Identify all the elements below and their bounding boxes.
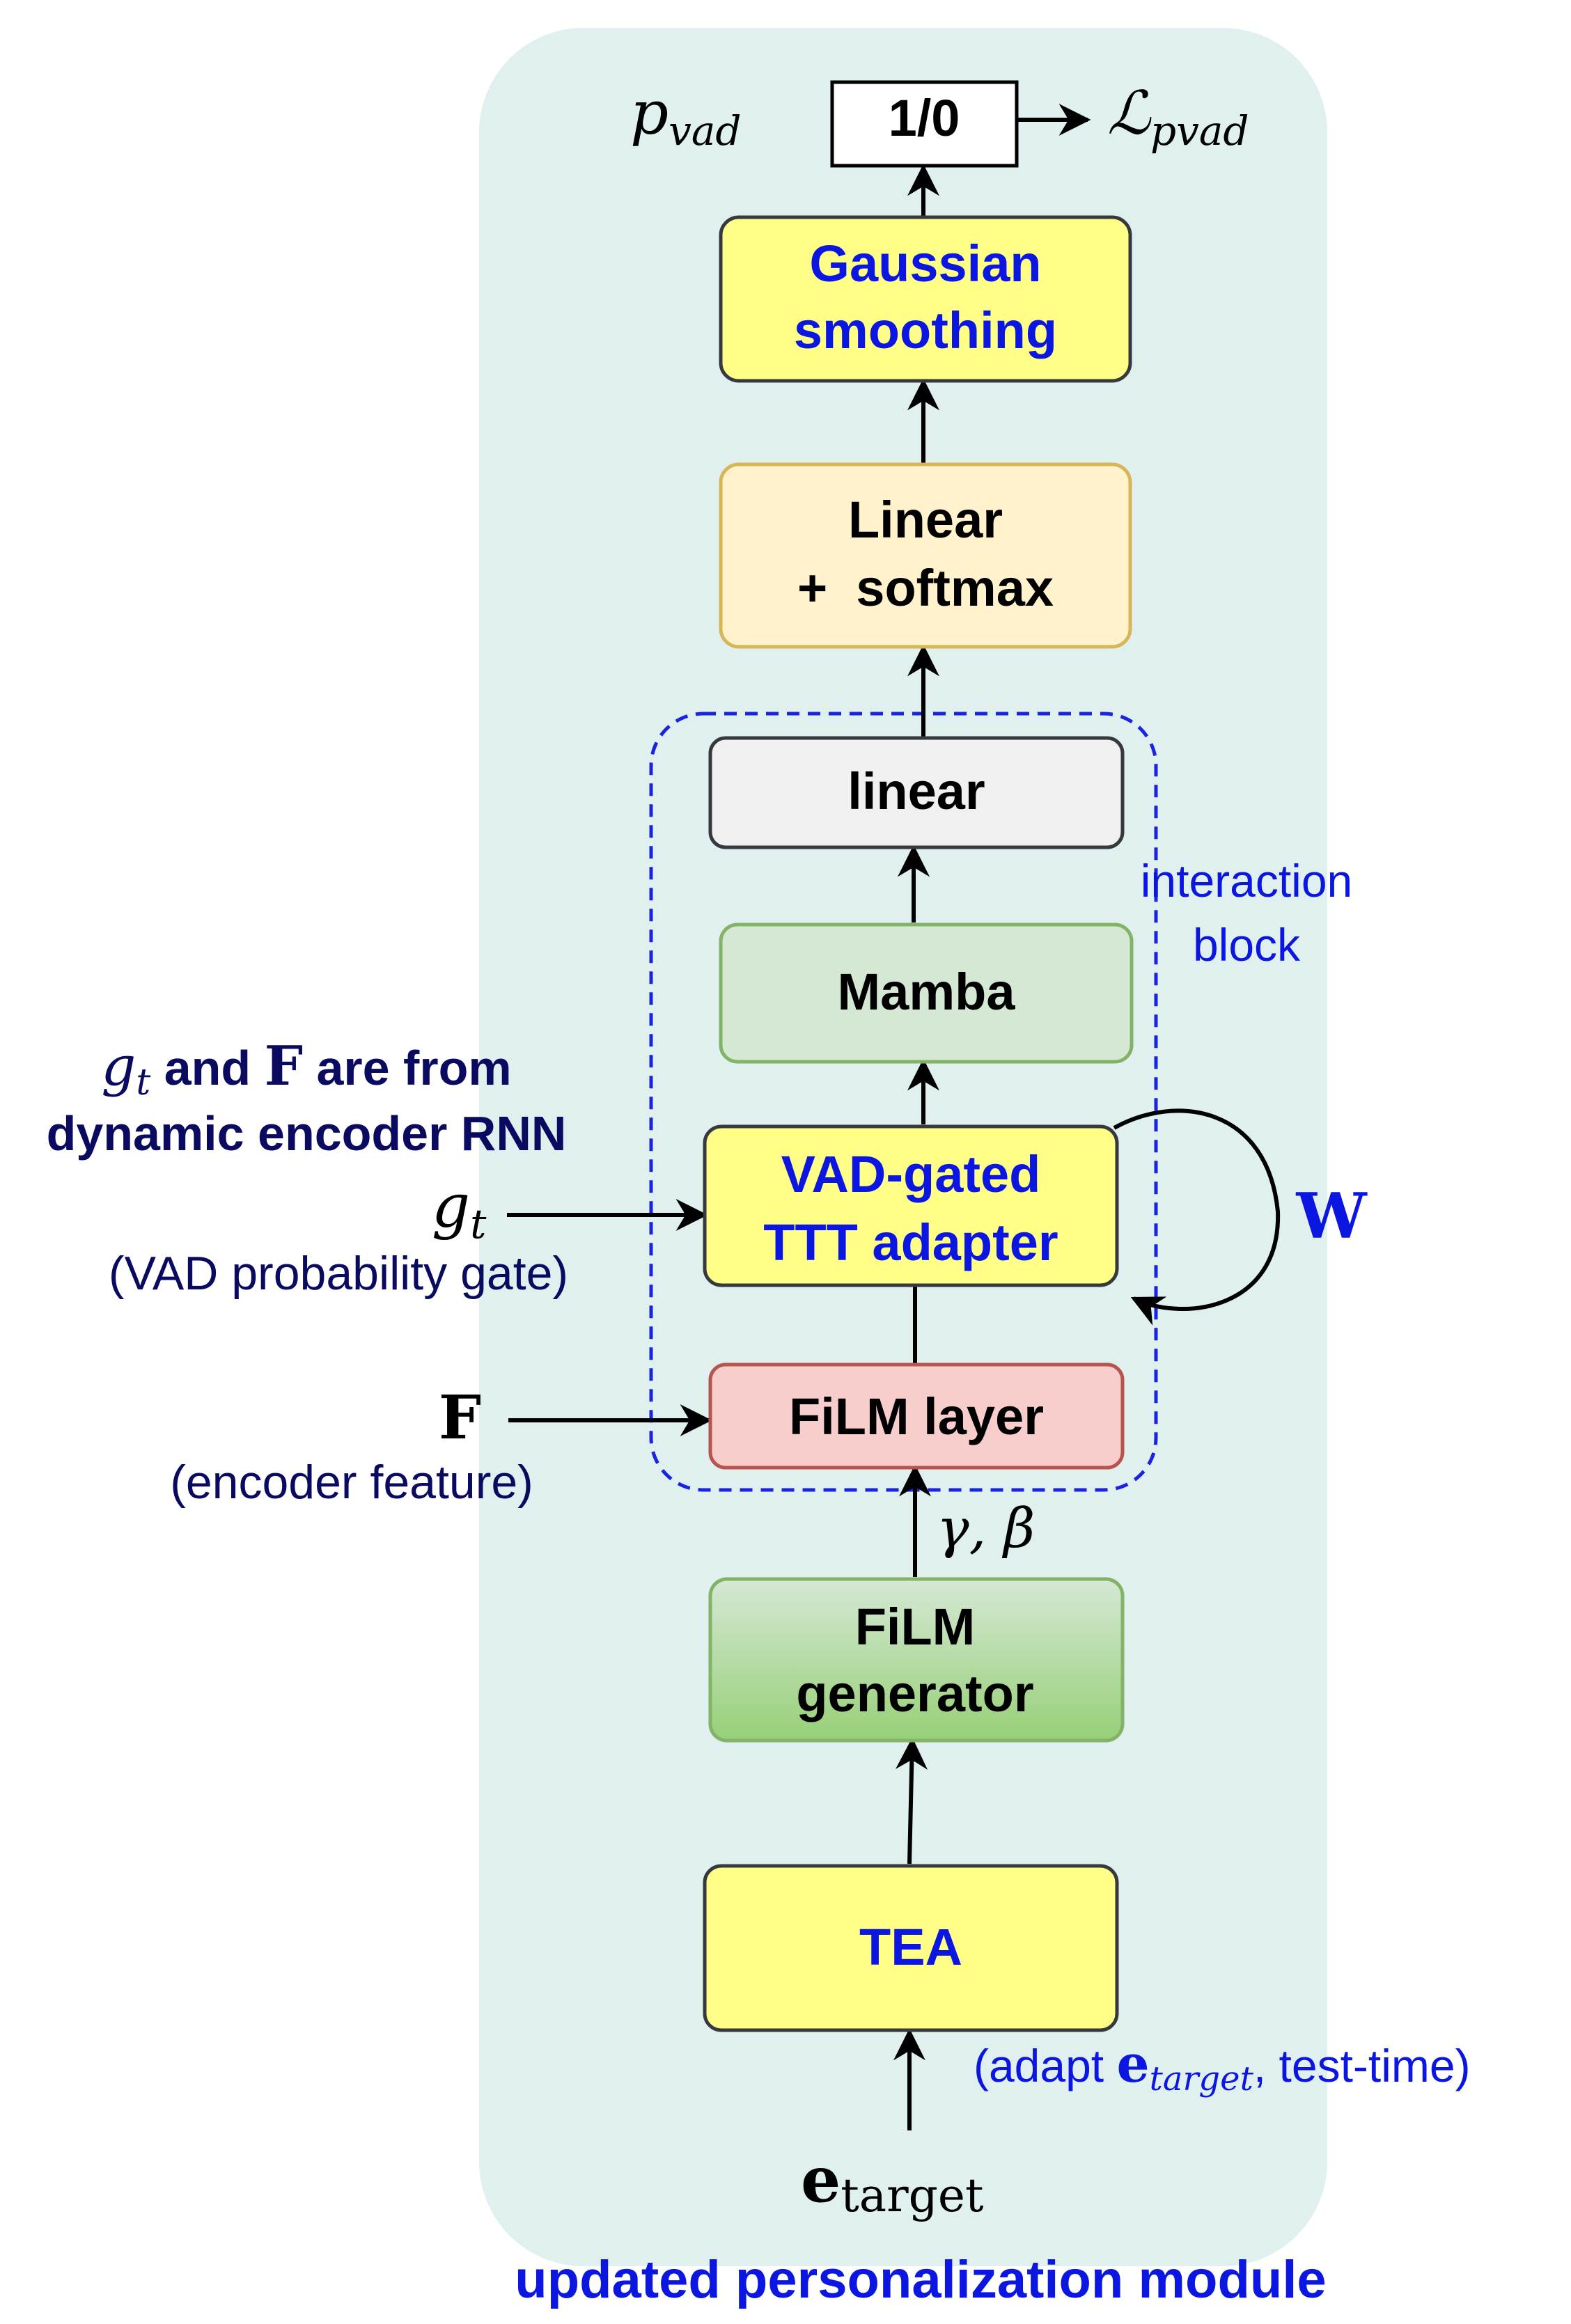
linear-box: linear: [708, 736, 1125, 849]
mamba-label: Mamba: [838, 963, 1016, 1021]
g-input-description: (VAD probability gate): [109, 1247, 568, 1300]
mamba-box: Mamba: [719, 922, 1134, 1064]
tea-label: TEA: [859, 1918, 962, 1976]
gamma-beta-label: γ, β: [937, 1498, 1035, 1560]
interaction-block-label-line1: interaction: [1141, 855, 1353, 906]
module-caption: updated personalization module: [515, 2250, 1326, 2309]
tea-box: TEA: [703, 1864, 1119, 2032]
g-input-symbol: gt: [432, 1172, 487, 1248]
f-input-symbol: F: [439, 1383, 481, 1453]
ttt-label-line2: TTT adapter: [763, 1214, 1058, 1271]
output-box: 1/0: [830, 80, 1019, 168]
film-generator-line1: FiLM: [855, 1598, 976, 1656]
gaussian-label-line1: Gaussian: [809, 235, 1041, 292]
gaussian-smoothing-box: Gaussian smoothing: [719, 215, 1132, 383]
film-generator-line2: generator: [796, 1665, 1033, 1722]
output-label: 1/0: [889, 89, 960, 147]
e-target-label: etarget: [801, 2143, 984, 2222]
w-label: W: [1295, 1179, 1368, 1253]
source-note-line1: gt and F are from: [101, 1035, 511, 1104]
interaction-block-frame: [649, 712, 1158, 1492]
interaction-block-label-line2: block: [1193, 919, 1301, 971]
arrow-tea-to-generator: [896, 1737, 928, 1864]
ttt-label-line1: VAD-gated: [781, 1145, 1041, 1203]
loss-label: ℒpvad: [1107, 79, 1249, 155]
w-self-loop-arrow: [1113, 1108, 1281, 1326]
linear-softmax-line2: + softmax: [797, 559, 1054, 617]
tea-note: (adapt etarget, test-time): [974, 2034, 1471, 2098]
film-generator-box: FiLM generator: [708, 1577, 1125, 1743]
film-layer-label: FiLM layer: [789, 1388, 1044, 1445]
linear-softmax-line1: Linear: [848, 491, 1003, 549]
film-layer-box: FiLM layer: [708, 1363, 1125, 1470]
source-note-line2: dynamic encoder RNN: [47, 1106, 567, 1161]
linear-softmax-box: Linear + softmax: [719, 462, 1132, 649]
ttt-adapter-box: VAD-gated TTT adapter: [703, 1124, 1119, 1287]
f-input-description: (encoder feature): [170, 1456, 533, 1509]
p-vad-label: pvad: [630, 79, 742, 155]
gaussian-label-line2: smoothing: [794, 301, 1057, 359]
linear-label: linear: [847, 762, 985, 820]
